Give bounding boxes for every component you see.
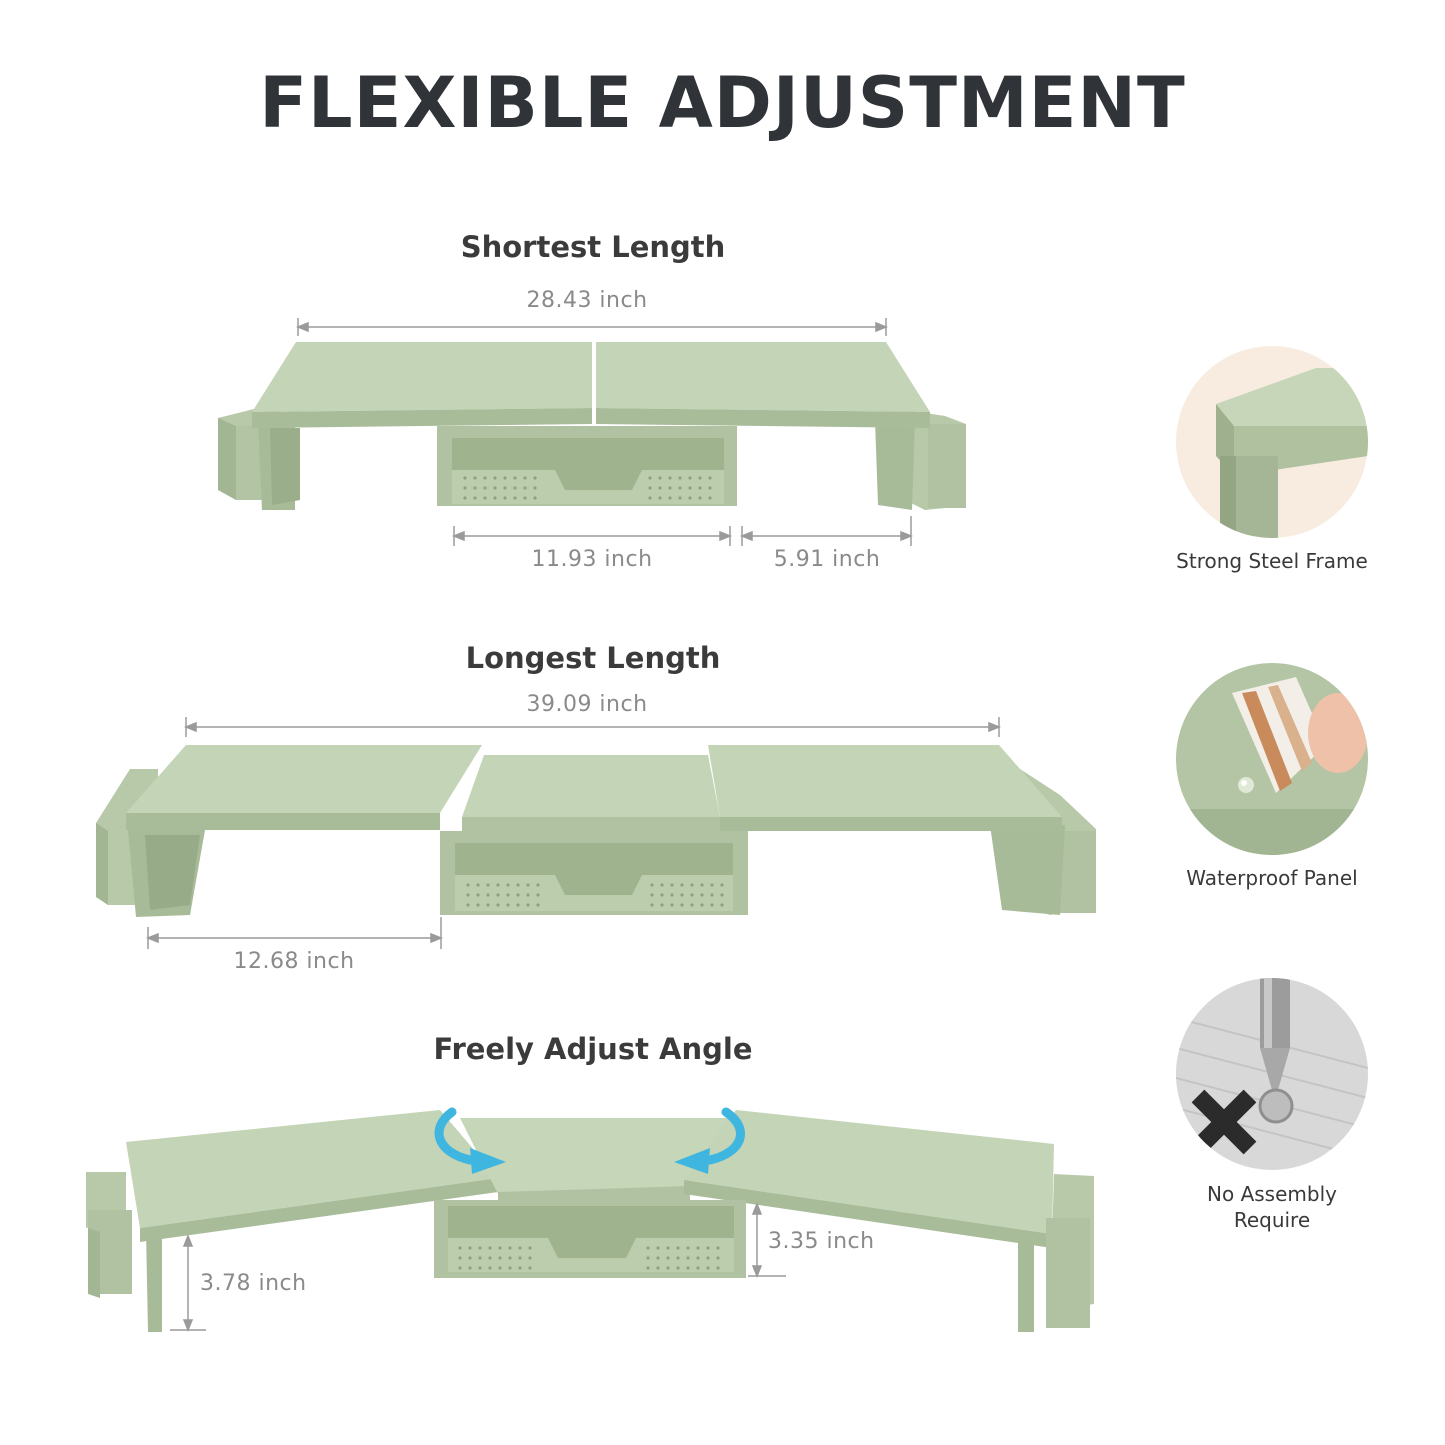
longest-wing-dimension: 12.68 inch <box>233 949 355 974</box>
feature-label-no-assembly: No Assembly Require <box>1142 1181 1402 1233</box>
page-title: FLEXIBLE ADJUSTMENT <box>259 62 1186 144</box>
feature-label-no-assembly-line1: No Assembly <box>1207 1182 1337 1206</box>
longest-total-dimension: 39.09 inch <box>526 692 648 717</box>
feature-label-waterproof-panel: Waterproof Panel <box>1186 866 1358 890</box>
shortest-side-dimension: 5.91 inch <box>773 547 881 572</box>
rotate-right-arrow-icon <box>674 1107 745 1174</box>
steel-frame-icon <box>1176 346 1368 538</box>
shortest-length-stand <box>218 318 966 546</box>
shortest-total-dimension: 28.43 inch <box>526 288 648 313</box>
shortest-length-heading: Shortest Length <box>460 230 726 264</box>
longest-length-stand <box>96 717 1096 949</box>
angle-adjust-stand <box>86 1107 1094 1333</box>
rotate-left-arrow-icon <box>434 1107 506 1174</box>
waterproof-panel-icon <box>1176 663 1368 855</box>
longest-length-heading: Longest Length <box>465 641 721 675</box>
feature-label-no-assembly-line2: Require <box>1233 1208 1311 1232</box>
feature-label-steel-frame: Strong Steel Frame <box>1176 549 1368 573</box>
shortest-drawer-dimension: 11.93 inch <box>531 547 653 572</box>
angle-heading: Freely Adjust Angle <box>433 1032 753 1066</box>
angle-center-height-dimension: 3.35 inch <box>768 1229 875 1254</box>
no-assembly-icon <box>1176 978 1368 1170</box>
angle-wing-height-dimension: 3.78 inch <box>200 1271 307 1296</box>
